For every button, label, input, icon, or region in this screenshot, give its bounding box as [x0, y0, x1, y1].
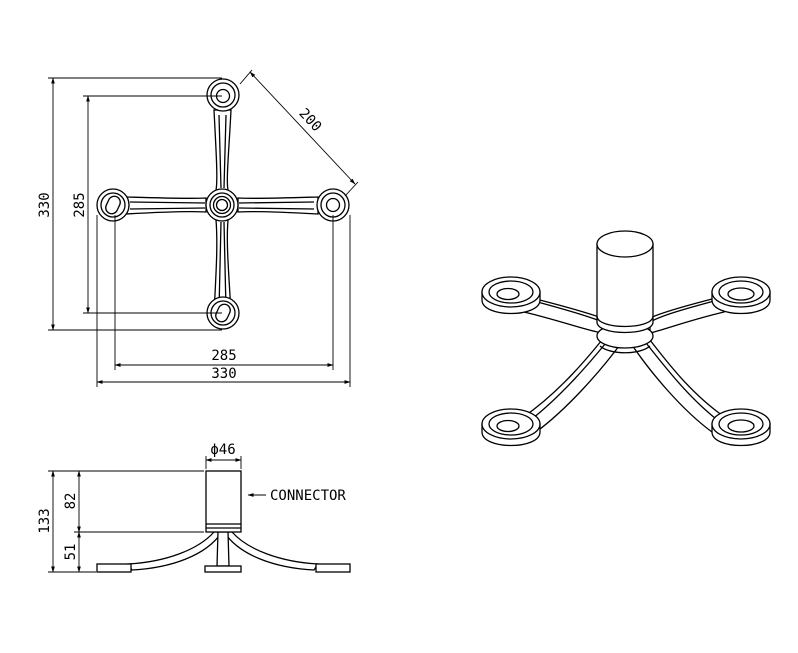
dim-height-inner: 285 — [72, 95, 222, 314]
dim-diameter-label: ϕ46 — [210, 442, 235, 458]
iso-pad-back-left — [481, 276, 541, 315]
side-feet — [96, 563, 351, 573]
connector-callout: CONNECTOR — [247, 488, 346, 504]
pad-top — [206, 78, 240, 112]
dim-base-height: 51 — [63, 531, 81, 573]
dim-diagonal: 200 — [239, 69, 359, 197]
iso-pad-front-right — [711, 408, 771, 447]
dim-width-outer: 330 — [96, 215, 351, 387]
iso-pad-back-right — [711, 276, 771, 315]
side-base-arms — [126, 531, 320, 571]
iso-pad-front-left — [481, 408, 541, 447]
dim-width-outer-label: 330 — [211, 366, 236, 382]
pad-bottom — [206, 296, 240, 330]
connector-label: CONNECTOR — [270, 488, 346, 504]
dim-width-inner: 285 — [114, 215, 334, 370]
dim-height-outer-label: 330 — [37, 192, 53, 217]
top-view: 200 330 285 285 330 — [37, 69, 359, 387]
dim-diameter: ϕ46 — [205, 442, 242, 469]
side-view: ϕ46 CONNECTOR 133 82 51 — [37, 442, 351, 573]
dim-height-inner-label: 285 — [72, 192, 88, 217]
dim-base-height-label: 51 — [63, 544, 79, 561]
iso-connector — [596, 230, 654, 334]
side-connector — [205, 470, 242, 533]
dim-connector-height-label: 82 — [63, 493, 79, 510]
pad-left — [96, 188, 130, 222]
dim-total-height: 133 — [37, 470, 204, 573]
dim-diagonal-label: 200 — [295, 106, 324, 135]
dim-connector-height: 82 — [63, 470, 204, 533]
spider-arms — [125, 109, 319, 315]
dim-width-inner-label: 285 — [211, 348, 236, 364]
isometric-view — [481, 230, 771, 447]
center-hub — [205, 188, 239, 222]
dim-height-outer: 330 — [37, 77, 222, 331]
dim-total-height-label: 133 — [37, 508, 53, 533]
